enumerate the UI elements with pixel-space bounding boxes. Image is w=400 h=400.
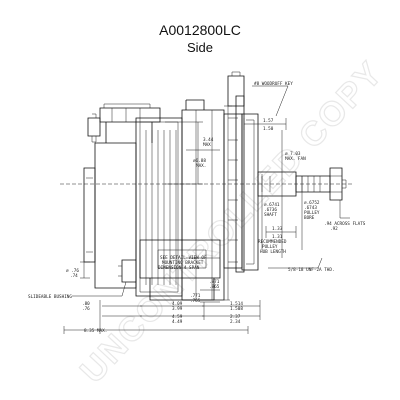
label-hub-131: 1.31	[272, 234, 283, 240]
label-flats-92: .92	[330, 226, 338, 232]
label-dim-344: 3.44	[203, 137, 214, 143]
label-bore-pulley: PULLEY	[304, 210, 320, 216]
label-detail-2: MOUNTING BRACKET	[162, 260, 204, 266]
label-dim-157: 1.57	[263, 118, 274, 124]
label-recommended: RECOMMENDED	[258, 239, 287, 245]
label-shaft-6736: .6736	[264, 207, 277, 213]
label-slideable-bushing: SLIDEABLE BUSHING	[28, 294, 72, 300]
label-dim-234: 2.34	[230, 319, 241, 325]
label-bore: BORE	[304, 215, 315, 221]
label-dim-771: .771	[190, 293, 201, 299]
label-dim-237: 2.37	[230, 314, 241, 320]
label-flats-94: .94 ACROSS FLATS	[324, 221, 366, 227]
label-dim-150: 1.50	[263, 126, 274, 132]
label-fan-diameter: ⌀ 7.03	[285, 151, 301, 157]
label-bore-6752: ⌀.6752	[304, 200, 320, 206]
drawing-title: A0012800LC	[159, 22, 241, 38]
dimension-labels: #8 WOODRUFF KEY 3.44 MAX ⌀6.88 MAX. 1.57…	[28, 81, 366, 334]
label-detail-3: DIMENSION 4 SPAN	[158, 265, 200, 271]
label-dim-459: 4.59	[172, 314, 183, 320]
label-dim-765: .765	[190, 298, 201, 304]
label-shaft-6741: ⌀.6741	[264, 202, 280, 208]
label-dim-76: ⌀ .76	[66, 268, 79, 274]
dimension-lines	[63, 85, 350, 334]
label-dim-1508: 1.508	[230, 306, 243, 312]
label-hub-133: 1.33	[272, 226, 283, 232]
label-thread: 5/8-18 UNF-2A THD.	[288, 267, 335, 273]
drawing-subtitle: Side	[186, 40, 214, 55]
label-dim-74: .74	[70, 273, 78, 279]
label-dim-409: 4.09	[172, 301, 183, 307]
label-dim-688: ⌀6.88	[193, 158, 206, 164]
alternator-body	[83, 71, 245, 301]
fan-assembly	[223, 95, 259, 273]
label-woodruff-key: #8 WOODRUFF KEY	[254, 81, 293, 87]
label-shaft: SHAFT	[264, 212, 277, 218]
label-dim-1514: 1.514	[230, 301, 243, 307]
label-pulley: PULLEY	[262, 244, 278, 250]
label-dim-835-max: 8.35 MAX.	[84, 328, 107, 334]
label-dim-688-max: MAX.	[196, 163, 206, 169]
label-hub-length: HUB LENGTH	[260, 249, 286, 255]
label-dim-399: 3.99	[172, 306, 183, 312]
label-dim-344-max: MAX	[203, 142, 211, 148]
label-dim-76b: .76	[82, 306, 90, 312]
label-dim-865: .865	[209, 284, 220, 290]
label-dim-871: .871	[209, 279, 220, 285]
label-detail-1: SEE DETAIL VIEW OF	[160, 255, 207, 261]
label-fan-max: MAX. FAN	[285, 156, 306, 162]
label-dim-449: 4.49	[172, 319, 183, 325]
label-bore-6743: .6743	[304, 205, 317, 211]
label-dim-80: .80	[82, 301, 90, 307]
